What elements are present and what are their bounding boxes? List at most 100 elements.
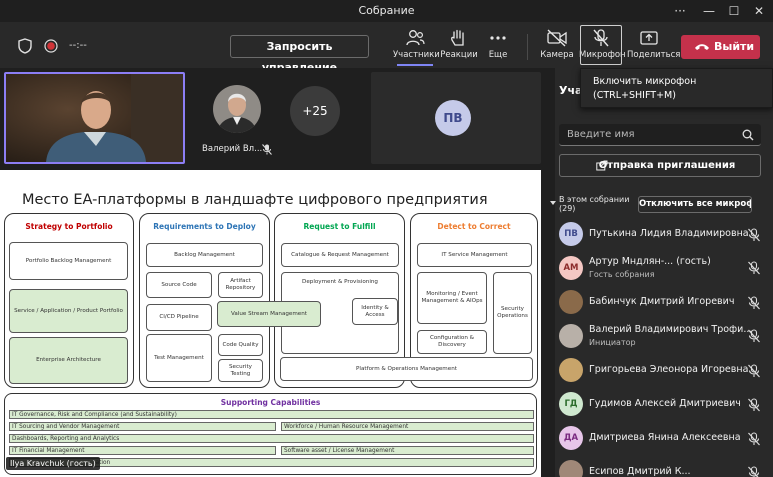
participant-name: Дмитриева Янина Алексеевна [589, 432, 741, 443]
block-security-ops: Security Operations [493, 272, 532, 354]
leave-label: Выйти [714, 40, 755, 53]
mic-off-icon[interactable] [747, 398, 761, 412]
close-icon[interactable]: ✕ [753, 4, 765, 18]
avatar: ГД [559, 392, 583, 416]
participant-name: Есипов Дмитрий К... [589, 466, 691, 477]
column-title: Detect to Correct [437, 222, 511, 231]
bar-governance: IT Governance, Risk and Compliance (and … [9, 410, 534, 419]
participant-row[interactable]: ДА Дмитриева Янина Алексеевна [555, 422, 773, 456]
block-it-service: IT Service Management [417, 243, 532, 267]
block-configuration: Configuration & Discovery [417, 330, 487, 354]
participant-role: Инициатор [589, 338, 636, 347]
participants-label: Участники [393, 50, 440, 60]
leave-button[interactable]: Выйти [681, 35, 760, 59]
participant-row[interactable]: ПВ Путькина Лидия Владимировна [555, 218, 773, 252]
column-requirements-to-deploy: Requirements to Deploy Backlog Managemen… [139, 213, 270, 388]
phone-hangup-icon [695, 44, 709, 50]
bar-software-asset: Software asset / License Management [281, 446, 534, 455]
mic-off-icon[interactable] [747, 364, 761, 378]
avatar [559, 324, 583, 348]
participant-tile-valery[interactable]: Валерий Вл... [196, 72, 286, 164]
mic-off-icon[interactable] [747, 228, 761, 242]
block-test-management: Test Management [146, 334, 212, 382]
block-code-quality: Code Quality [218, 334, 263, 356]
slide-title: Место EA-платформы в ландшафте цифрового… [22, 192, 488, 208]
participant-name: Валерий Владимирович Трофи... [589, 324, 753, 335]
invite-button[interactable]: Отправка приглашения [559, 154, 761, 177]
block-portfolio-backlog: Portfolio Backlog Management [9, 242, 128, 280]
microphone-tooltip: Включить микрофон (CTRL+SHIFT+M) [580, 68, 773, 108]
reactions-button[interactable]: Реакции [440, 28, 478, 60]
participant-row[interactable]: Есипов Дмитрий К... [555, 456, 773, 477]
block-value-stream: Value Stream Management [217, 301, 321, 327]
search-icon[interactable] [742, 129, 754, 141]
more-label: Еще [488, 50, 508, 60]
participant-row[interactable]: Валерий Владимирович Трофи... Инициатор [555, 320, 773, 354]
bar-financial: IT Financial Management [9, 446, 276, 455]
tooltip-line-1: Включить микрофон [593, 76, 697, 87]
block-monitoring: Monitoring / Event Management & AIOps [417, 272, 487, 324]
presenter-video-image [6, 74, 183, 162]
participant-tile-pv[interactable]: ПВ [371, 72, 541, 164]
mic-off-icon[interactable] [747, 432, 761, 446]
participant-tile-name: Валерий Вл... [202, 144, 263, 154]
participant-name: Гудимов Алексей Дмитриевич [589, 398, 741, 409]
mic-off-icon [593, 29, 609, 47]
mic-off-icon[interactable] [747, 296, 761, 310]
mic-off-icon[interactable] [747, 329, 761, 343]
supporting-title: Supporting Capabilities [220, 398, 321, 407]
block-security-testing: Security Testing [218, 359, 263, 382]
share-button[interactable]: Поделиться [627, 28, 680, 60]
shared-screen: Место EA-платформы в ландшафте цифрового… [0, 170, 541, 477]
microphone-button[interactable]: Микрофон [579, 28, 626, 60]
column-title: Request to Fulfill [303, 222, 376, 231]
more-options-icon[interactable]: ··· [674, 4, 686, 18]
shield-icon[interactable] [18, 38, 32, 54]
in-meeting-label[interactable]: В этом собрании (29) [559, 195, 629, 213]
mic-off-icon[interactable] [747, 466, 761, 477]
block-identity-access: Identity & Access [352, 298, 398, 325]
presenter-video[interactable] [4, 72, 185, 164]
camera-label: Камера [540, 50, 574, 60]
meeting-timer: --:-- [69, 40, 87, 51]
bar-dashboards: Dashboards, Reporting and Analytics [9, 434, 534, 443]
block-source-code: Source Code [146, 272, 212, 298]
people-icon [406, 30, 425, 46]
more-participants-badge[interactable]: +25 [290, 86, 340, 136]
participant-row[interactable]: Григорьева Элеонора Игоревна [555, 354, 773, 388]
participant-row[interactable]: Бабинчук Дмитрий Игоревич [555, 286, 773, 320]
presenter-name-tag: Ilya Kravchuk (гость) [6, 457, 100, 470]
avatar: ПВ [559, 222, 583, 246]
participants-button[interactable]: Участники [393, 28, 440, 66]
block-backlog: Backlog Management [146, 243, 263, 267]
tooltip-line-2: (CTRL+SHIFT+M) [593, 90, 676, 101]
block-artifact-repository: Artifact Repository [218, 272, 263, 298]
mic-off-icon[interactable] [747, 261, 761, 275]
avatar [559, 460, 583, 477]
participant-name: Путькина Лидия Владимировна [589, 228, 749, 239]
block-enterprise-architecture: Enterprise Architecture [9, 337, 128, 384]
participants-panel: Учас Отправка приглашения В этом собрани… [550, 68, 773, 477]
minimize-icon[interactable]: — [703, 4, 715, 18]
bar-workforce: Workforce / Human Resource Management [281, 422, 534, 431]
avatar [559, 290, 583, 314]
camera-off-icon [547, 29, 567, 47]
search-input[interactable] [559, 124, 761, 146]
chevron-down-icon[interactable] [549, 200, 557, 206]
avatar: ПВ [435, 100, 471, 136]
participant-row[interactable]: ГД Гудимов Алексей Дмитриевич [555, 388, 773, 422]
column-title: Strategy to Portfolio [25, 222, 113, 231]
participant-photo [213, 85, 261, 133]
more-button[interactable]: Еще [484, 28, 512, 60]
mute-all-button[interactable]: Отключить все микроф... [638, 196, 752, 213]
participant-name: Артур Мндлян-... (гость) [589, 256, 711, 267]
maximize-icon[interactable]: ☐ [728, 4, 740, 18]
camera-button[interactable]: Камера [540, 28, 574, 60]
avatar [559, 358, 583, 382]
avatar: АМ [559, 256, 583, 280]
block-service-portfolio: Service / Application / Product Portfoli… [9, 289, 128, 333]
request-control-button[interactable]: Запросить управление [230, 35, 369, 74]
avatar: ДА [559, 426, 583, 450]
participant-name: Григорьева Элеонора Игоревна [589, 364, 749, 375]
